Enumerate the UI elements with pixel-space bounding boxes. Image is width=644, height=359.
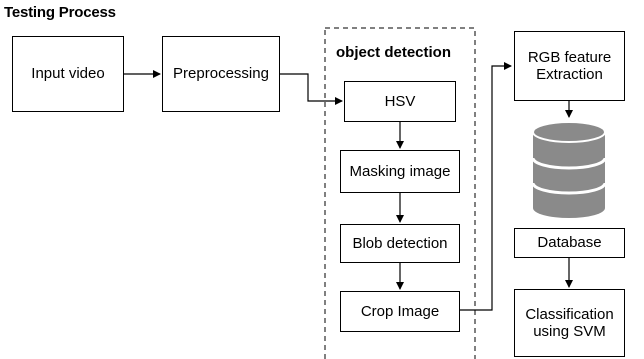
classification-svm-box: Classification using SVM [514, 289, 625, 357]
blob-detection-box: Blob detection [340, 224, 460, 263]
arrow-crop-to-rgb [460, 62, 512, 311]
database-box: Database [514, 228, 625, 258]
hsv-box: HSV [344, 81, 456, 122]
database-cylinder-icon [531, 121, 607, 218]
crop-image-box: Crop Image [340, 291, 460, 332]
diagram-title: Testing Process [4, 4, 116, 21]
object-detection-label: object detection [336, 44, 452, 61]
object-detection-group [324, 27, 476, 359]
arrow-preprocessing-to-hsv [280, 73, 343, 105]
preprocessing-box: Preprocessing [162, 36, 280, 112]
rgb-feature-extraction-box: RGB feature Extraction [514, 31, 625, 101]
masking-image-box: Masking image [340, 150, 460, 193]
input-video-box: Input video [12, 36, 124, 112]
